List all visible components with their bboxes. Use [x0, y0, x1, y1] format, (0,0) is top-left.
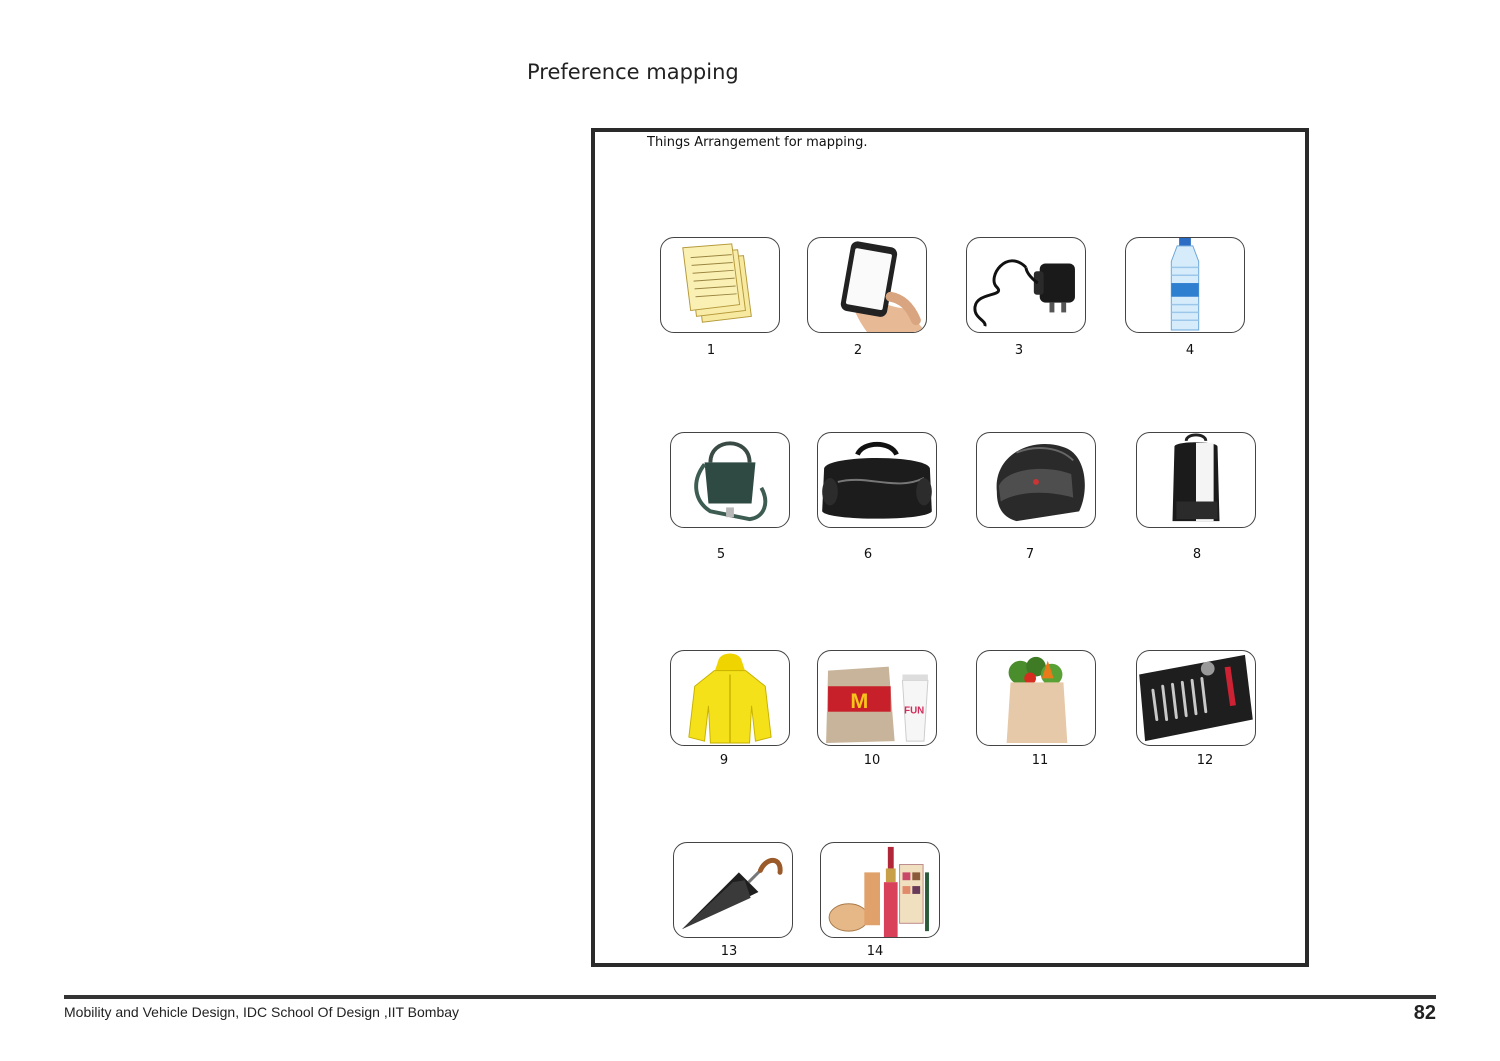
item-11-number: 11: [1031, 753, 1049, 768]
tool-kit-icon: [1139, 654, 1253, 742]
item-4-card[interactable]: [1125, 237, 1245, 333]
item-7-card[interactable]: [976, 432, 1096, 528]
item-5-number: 5: [716, 547, 726, 562]
frame-caption: Things Arrangement for mapping.: [647, 135, 868, 150]
backpack-icon: [1172, 433, 1220, 522]
item-2-number: 2: [853, 343, 863, 358]
item-8-number: 8: [1192, 547, 1202, 562]
cosmetics-icon: [828, 846, 929, 937]
item-6-number: 6: [863, 547, 873, 562]
item-6-card[interactable]: [817, 432, 937, 528]
duffel-bag-icon: [822, 441, 932, 519]
item-13-number: 13: [720, 944, 738, 959]
svg-text:M: M: [850, 689, 868, 713]
footer-rule: [64, 995, 1436, 999]
helmet-icon: [996, 444, 1085, 522]
food-bag-icon: M FUN: [826, 666, 929, 744]
item-1-card[interactable]: [660, 237, 780, 333]
item-12-number: 12: [1196, 753, 1214, 768]
papers-icon: [682, 243, 752, 323]
item-9-number: 9: [719, 753, 729, 768]
grocery-bag-icon: [1006, 656, 1068, 744]
item-3-number: 3: [1014, 343, 1024, 358]
smartphone-icon: [840, 241, 926, 332]
item-9-card[interactable]: [670, 650, 790, 746]
mapping-frame: [591, 128, 1309, 967]
page-title: Preference mapping: [527, 60, 739, 84]
raincoat-icon: [688, 653, 772, 744]
food-bag-logo: FUN: [904, 706, 924, 717]
item-12-card[interactable]: [1136, 650, 1256, 746]
item-10-number: 10: [863, 753, 881, 768]
item-13-card[interactable]: [673, 842, 793, 938]
item-8-card[interactable]: [1136, 432, 1256, 528]
item-2-card[interactable]: [807, 237, 927, 333]
handbag-icon: [694, 441, 768, 522]
item-4-number: 4: [1185, 343, 1195, 358]
item-1-number: 1: [706, 343, 716, 358]
item-14-number: 14: [866, 944, 884, 959]
charger-icon: [973, 259, 1075, 327]
footer-text: Mobility and Vehicle Design, IDC School …: [64, 1004, 460, 1020]
item-14-card[interactable]: [820, 842, 940, 938]
item-5-card[interactable]: [670, 432, 790, 528]
item-11-card[interactable]: [976, 650, 1096, 746]
item-10-card[interactable]: M FUN: [817, 650, 937, 746]
water-bottle-icon: [1170, 238, 1200, 331]
umbrella-icon: [682, 857, 783, 930]
item-7-number: 7: [1025, 547, 1035, 562]
page-number: 82: [1413, 1002, 1436, 1024]
item-3-card[interactable]: [966, 237, 1086, 333]
